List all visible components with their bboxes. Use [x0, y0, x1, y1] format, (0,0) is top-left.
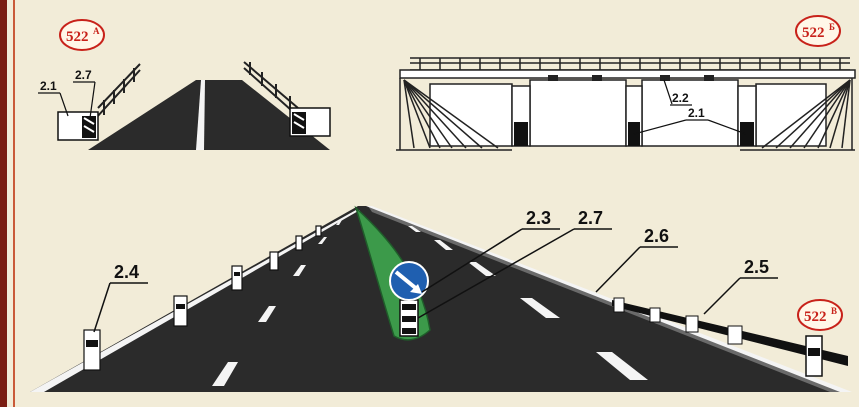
median-post: [400, 300, 418, 336]
badge-522v-letter: В: [831, 306, 837, 316]
svg-text:2.4: 2.4: [114, 262, 139, 282]
badge-522v: 522 В: [798, 300, 842, 330]
svg-text:2.2: 2.2: [672, 91, 689, 105]
badge-522a-letter: А: [93, 26, 100, 36]
svg-text:2.3: 2.3: [526, 208, 551, 228]
badge-522b-letter: Б: [829, 22, 835, 32]
svg-text:2.7: 2.7: [578, 208, 603, 228]
svg-text:2.5: 2.5: [744, 257, 769, 277]
badge-522a-number: 522: [66, 29, 89, 45]
badge-522b: 522 Б: [796, 16, 840, 46]
parapet-right: [290, 108, 330, 136]
badge-522b-number: 522: [802, 25, 825, 41]
svg-text:2.1: 2.1: [40, 79, 57, 93]
keep-right-sign-icon: [390, 262, 428, 300]
svg-text:2.6: 2.6: [644, 226, 669, 246]
bridge-deck: [400, 70, 855, 78]
page-edge: [0, 0, 7, 407]
svg-text:2.7: 2.7: [75, 68, 92, 82]
svg-text:2.1: 2.1: [688, 106, 705, 120]
parapet-left: [58, 112, 98, 140]
badge-522v-number: 522: [804, 309, 827, 325]
badge-522a: 522 А: [60, 20, 104, 50]
right-post-2-5: [806, 336, 822, 376]
